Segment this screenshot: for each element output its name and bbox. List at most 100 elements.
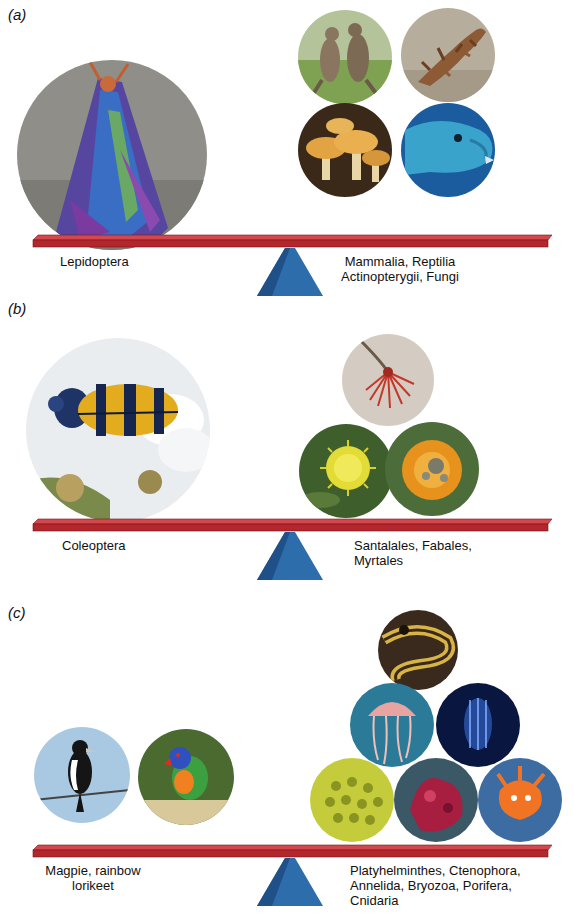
magpie-photo [34, 727, 130, 823]
fabales-photo-part [326, 446, 370, 490]
myrtales-photo-part [428, 458, 444, 474]
lorikeet-photo-part [138, 800, 234, 825]
group-label: Magpie, rainbow lorikeet [43, 863, 143, 893]
bryozoa-photo-part [424, 790, 436, 802]
myrtales-photo-part [402, 440, 462, 500]
moth-photo-part [120, 150, 160, 232]
santalales-photo-part [342, 334, 434, 426]
ctenophora-photo-part [470, 698, 486, 750]
lizard-photo-part [401, 8, 495, 102]
porifera-photo-part-part [373, 797, 383, 807]
beetle-photo-part [48, 396, 64, 412]
balance-beam-part [33, 240, 548, 247]
fish-photo-part [401, 103, 495, 197]
magpie-photo-part [76, 792, 84, 812]
porifera-photo-part-part [365, 815, 375, 825]
beetle-photo-part [96, 384, 106, 436]
fabales-photo-part [300, 492, 340, 508]
magpie-photo-part [72, 740, 88, 756]
porifera-photo-part-part [363, 783, 373, 793]
myrtales-photo-part [440, 474, 448, 482]
bryozoa-photo-part [443, 803, 453, 813]
lorikeet-photo-part [169, 747, 191, 769]
bryozoa-photo-part [394, 758, 478, 842]
cnidaria-coral-photo-part [478, 758, 562, 842]
platyhelminthes-photo-part [384, 630, 450, 680]
santalales-photo-part-part [366, 372, 414, 408]
fungi-photo-part [298, 103, 392, 197]
cnidaria-jelly-photo-part [368, 702, 416, 716]
panel-letter: (c) [8, 604, 26, 621]
santalales-photo-part [383, 367, 393, 377]
porifera-photo-part-part [333, 813, 343, 823]
myrtales-photo-part [422, 472, 430, 480]
fish-photo [401, 103, 495, 197]
lizard-photo-part [418, 28, 486, 86]
beetle-photo-part [56, 474, 84, 502]
cnidaria-coral-photo-part [525, 795, 531, 801]
fulcrum-part [257, 248, 323, 296]
fish-photo-part [405, 121, 492, 175]
lorikeet-photo [138, 729, 234, 825]
moth-photo-part [108, 110, 138, 222]
cnidaria-jelly-photo-part [374, 716, 411, 764]
balance-beam-part [33, 845, 552, 850]
moth-photo-part [10, 55, 220, 255]
balance-beam-part [33, 519, 552, 524]
beetle-photo-part [78, 412, 178, 414]
cnidaria-coral-photo-part [511, 795, 517, 801]
fulcrum-part [257, 858, 290, 906]
beetle-photo-part [138, 470, 162, 494]
kangaroo-photo-part [320, 38, 340, 82]
balance-beam [33, 519, 552, 531]
kangaroo-photo-part [298, 60, 392, 104]
ctenophora-photo-part [464, 698, 492, 750]
beetle-photo-part [158, 428, 214, 472]
moth-photo-part [86, 90, 150, 236]
kangaroo-photo-part [348, 23, 362, 37]
moth-photo-part [56, 78, 168, 246]
bryozoa-photo [394, 758, 478, 842]
porifera-photo-part-part [325, 797, 335, 807]
kangaroo-photo [298, 10, 392, 104]
panel-letter: (a) [8, 6, 26, 23]
fulcrum [257, 248, 323, 296]
bryozoa-photo-part [410, 778, 463, 831]
porifera-photo [310, 758, 394, 842]
fungi-photo-part [362, 150, 390, 166]
group-label: Platyhelminthes, Ctenophora, Annelida, B… [350, 863, 528, 908]
platyhelminthes-photo [378, 610, 458, 690]
cnidaria-coral-photo-part [498, 766, 544, 786]
fungi-photo [298, 103, 392, 197]
group-label: Coleoptera [62, 538, 126, 553]
santalales-photo-part [360, 340, 388, 372]
beetle-photo-part [124, 384, 136, 436]
kangaroo-photo-part [325, 27, 339, 41]
moth-photo-part [70, 200, 110, 240]
lizard-photo-part [440, 50, 470, 76]
group-label: Santalales, Fabales, Myrtales [354, 538, 484, 568]
myrtales-photo [385, 422, 479, 516]
balance-beam [33, 235, 552, 247]
balance-beam-part [33, 235, 552, 240]
fabales-photo [299, 424, 393, 518]
panel-letter: (b) [8, 300, 26, 317]
platyhelminthes-photo-part [378, 610, 458, 690]
fabales-photo-part [320, 440, 376, 496]
santalales-photo [342, 334, 434, 426]
fabales-photo-part [299, 424, 393, 518]
porifera-photo-part-part [357, 799, 367, 809]
kangaroo-photo-part [312, 80, 378, 96]
fungi-photo-part [326, 118, 354, 134]
balance-beam-part [33, 850, 548, 857]
porifera-photo-part [325, 777, 383, 825]
myrtales-photo-part [385, 422, 479, 516]
kangaroo-photo-part [347, 34, 369, 82]
group-label: Lepidoptera [60, 254, 129, 269]
porifera-photo-part-part [331, 781, 341, 791]
fulcrum-part [257, 532, 290, 580]
lorikeet-photo-part [164, 758, 172, 766]
fabales-photo-part-part [320, 440, 376, 496]
fabales-photo-part [334, 454, 362, 482]
